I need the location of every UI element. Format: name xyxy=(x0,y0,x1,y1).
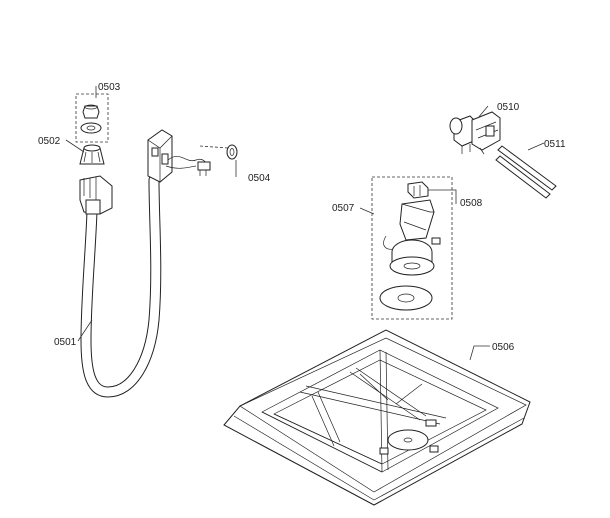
drain-hose-0501 xyxy=(79,129,211,398)
label-0501: 0501 xyxy=(54,337,77,348)
rods-0511 xyxy=(495,145,557,199)
label-0504: 0504 xyxy=(248,173,271,184)
label-0508: 0508 xyxy=(460,198,483,209)
label-0507: 0507 xyxy=(332,203,355,214)
label-0506: 0506 xyxy=(492,342,515,353)
part-0503-group xyxy=(75,93,109,143)
label-0502: 0502 xyxy=(38,136,61,147)
part-labels: 0503 0502 0504 0501 0510 0511 0508 0507 … xyxy=(38,82,566,353)
base-frame-0506 xyxy=(223,329,531,506)
pump-0510 xyxy=(449,111,501,155)
label-0503: 0503 xyxy=(98,82,121,93)
label-0510: 0510 xyxy=(497,102,520,113)
leader-lines xyxy=(65,86,545,361)
part-0502-cap xyxy=(79,144,105,165)
part-0504-ring xyxy=(199,144,238,160)
part-0507-group xyxy=(371,176,453,320)
label-0511: 0511 xyxy=(544,139,566,150)
part-0508-connector xyxy=(407,181,429,199)
